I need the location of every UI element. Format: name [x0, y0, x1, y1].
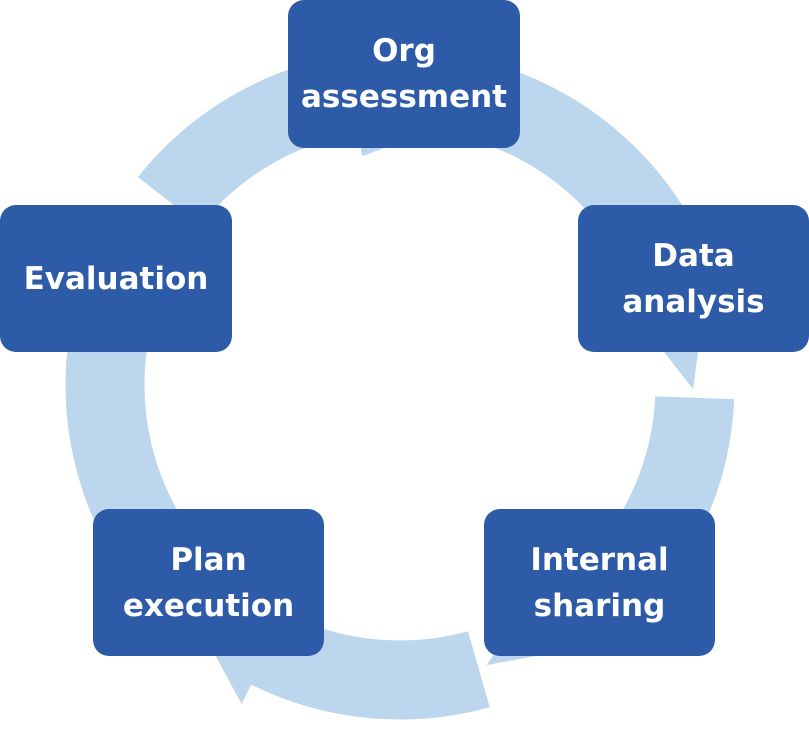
- stage-plan-execution[interactable]: Plan execution: [93, 509, 324, 656]
- stage-plan-execution-label: Plan execution: [122, 541, 295, 624]
- stage-internal-sharing-label: Internal sharing: [530, 541, 669, 624]
- stage-org-assessment-label: Org assessment: [301, 33, 507, 115]
- stage-data-analysis[interactable]: Data analysis: [578, 205, 809, 352]
- stage-evaluation-label: Evaluation: [23, 260, 209, 297]
- stage-evaluation[interactable]: Evaluation: [0, 205, 232, 352]
- stage-data-analysis-label: Data analysis: [622, 237, 765, 320]
- stage-internal-sharing[interactable]: Internal sharing: [484, 509, 715, 656]
- stage-org-assessment[interactable]: Org assessment: [288, 0, 520, 148]
